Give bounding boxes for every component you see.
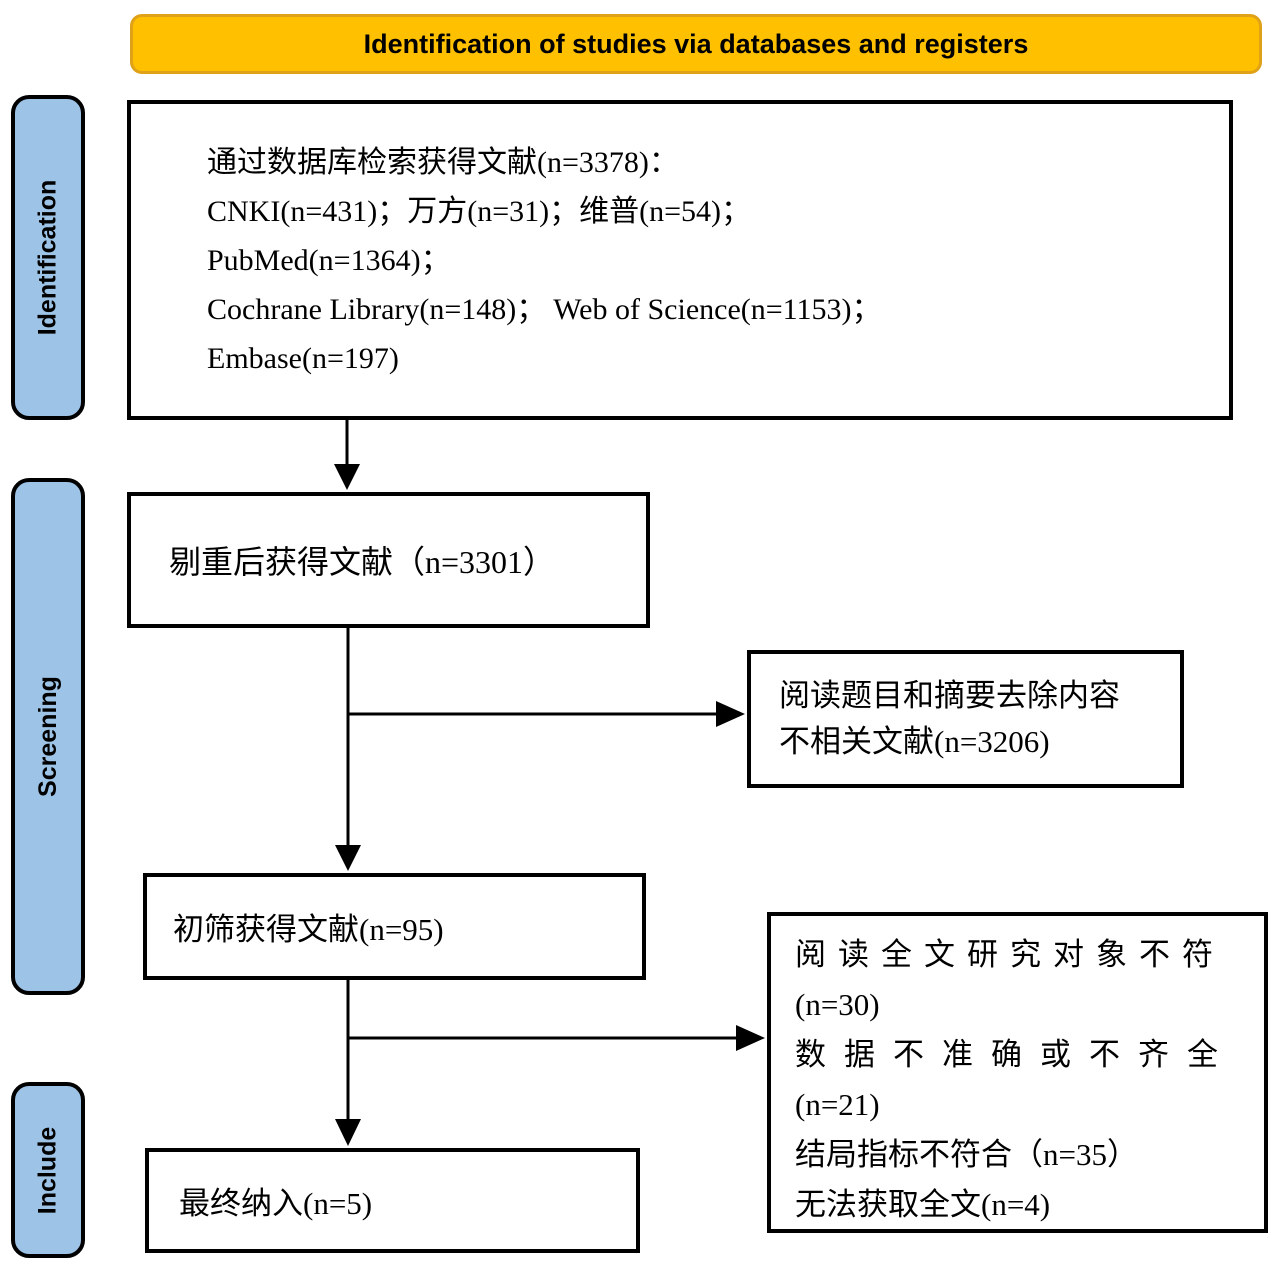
arrow-down-screened-to-final xyxy=(335,980,361,1146)
arrow-down-db-to-dedup xyxy=(334,420,360,490)
header-banner: Identification of studies via databases … xyxy=(130,14,1262,74)
db-line-5: Embase(n=197) xyxy=(207,341,399,375)
ft-excluded-line-5: 结局指标不符合（n=35） xyxy=(795,1137,1138,1172)
box-final-included: 最终纳入(n=5) xyxy=(145,1148,640,1253)
stage-identification: Identification xyxy=(11,95,85,420)
db-line-4: Cochrane Library(n=148)； Web of Science(… xyxy=(207,292,882,326)
stage-identification-label: Identification xyxy=(33,179,62,336)
arrow-right-to-fulltext-excluded xyxy=(348,1025,765,1051)
arrow-right-to-title-abstract-excluded xyxy=(348,701,745,727)
box-after-dedup: 剔重后获得文献（n=3301） xyxy=(127,492,650,628)
stage-screening: Screening xyxy=(11,478,85,995)
db-line-2: CNKI(n=431)；万方(n=31)；维普(n=54)； xyxy=(207,194,752,228)
ft-excluded-line-1: 阅读全文研究对象不符 xyxy=(795,937,1225,972)
box-title-abstract-excluded: 阅读题目和摘要去除内容 不相关文献(n=3206) xyxy=(747,650,1184,788)
box-fulltext-excluded: 阅读全文研究对象不符 (n=30) 数据不准确或不齐全 (n=21) 结局指标不… xyxy=(767,912,1268,1233)
ft-excluded-line-3: 数据不准确或不齐全 xyxy=(795,1037,1236,1072)
stage-include: Include xyxy=(11,1082,85,1258)
ft-excluded-line-6: 无法获取全文(n=4) xyxy=(795,1187,1051,1222)
ft-excluded-line-4: (n=21) xyxy=(795,1087,880,1122)
db-line-1: 通过数据库检索获得文献(n=3378)： xyxy=(207,145,679,179)
header-title: Identification of studies via databases … xyxy=(363,28,1029,59)
final-text: 最终纳入(n=5) xyxy=(179,1186,373,1221)
arrow-down-dedup-to-screened xyxy=(335,628,361,871)
box-initial-screened: 初筛获得文献(n=95) xyxy=(143,873,646,980)
stage-screening-label: Screening xyxy=(33,676,62,797)
ft-excluded-line-2: (n=30) xyxy=(795,987,880,1022)
ta-excluded-line-1: 阅读题目和摘要去除内容 xyxy=(779,678,1120,713)
ta-excluded-line-2: 不相关文献(n=3206) xyxy=(779,724,1050,759)
stage-include-label: Include xyxy=(33,1126,62,1214)
dedup-text: 剔重后获得文献（n=3301） xyxy=(169,544,556,580)
db-line-3: PubMed(n=1364)； xyxy=(207,243,451,277)
box-database-search: 通过数据库检索获得文献(n=3378)： CNKI(n=431)；万方(n=31… xyxy=(127,100,1233,420)
screened-text: 初筛获得文献(n=95) xyxy=(173,912,444,947)
